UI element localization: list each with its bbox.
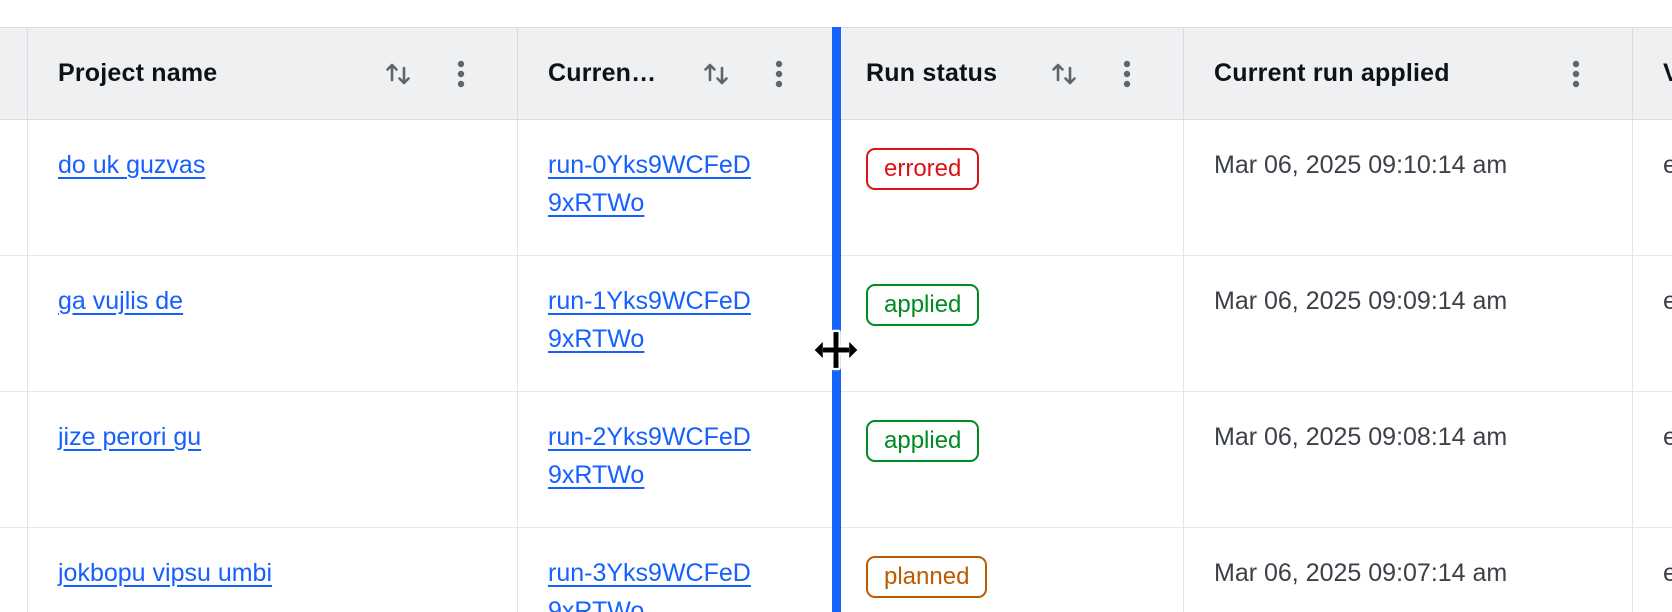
run-id-line1: run-2Yks9WCFeD — [548, 423, 751, 451]
sort-icon[interactable] — [1049, 58, 1079, 90]
project-link[interactable]: ga vujlis de — [58, 287, 184, 315]
row-handle-cell — [0, 256, 28, 391]
run-link[interactable]: run-3Yks9WCFeD 9xRTWo — [548, 554, 815, 612]
column-header-current-run-applied: Current run applied — [1184, 28, 1633, 119]
clipped-cell-text: e — [1663, 151, 1672, 179]
project-name-header-label: Project name — [58, 59, 218, 87]
column-header-run-status: Run status — [836, 28, 1184, 119]
kebab-menu-icon[interactable] — [1572, 58, 1580, 90]
column-resize-cursor-icon — [810, 329, 862, 376]
run-status-badge: planned — [866, 556, 988, 598]
run-id-line2: 9xRTWo — [548, 325, 645, 353]
column-header-current-run: Curren… — [518, 28, 836, 119]
sort-icon[interactable] — [701, 58, 731, 90]
applied-timestamp: Mar 06, 2025 09:09:14 am — [1214, 287, 1508, 315]
project-link[interactable]: jize perori gu — [58, 423, 202, 451]
run-status-badge: applied — [866, 284, 980, 326]
run-link[interactable]: run-2Yks9WCFeD 9xRTWo — [548, 418, 815, 494]
row-handle-cell — [0, 528, 28, 612]
run-id-line2: 9xRTWo — [548, 597, 645, 612]
applied-timestamp: Mar 06, 2025 09:08:14 am — [1214, 423, 1508, 451]
clipped-cell-text: e — [1663, 287, 1672, 315]
run-status-badge: errored — [866, 148, 980, 190]
kebab-menu-icon[interactable] — [457, 58, 465, 90]
column-resize-indicator[interactable] — [832, 27, 841, 612]
row-handle-cell — [0, 120, 28, 255]
run-link[interactable]: run-0Yks9WCFeD 9xRTWo — [548, 146, 815, 222]
project-link[interactable]: do uk guzvas — [58, 151, 206, 179]
run-status-header-label: Run status — [866, 59, 998, 87]
applied-timestamp: Mar 06, 2025 09:10:14 am — [1214, 151, 1508, 179]
applied-timestamp: Mar 06, 2025 09:07:14 am — [1214, 559, 1508, 587]
current-run-header-label: Curren… — [548, 59, 657, 87]
row-handle-column-header — [0, 28, 28, 119]
row-handle-cell — [0, 392, 28, 527]
clipped-header-label: V — [1663, 59, 1672, 87]
run-id-line1: run-3Yks9WCFeD — [548, 559, 751, 587]
clipped-cell-text: e — [1663, 423, 1672, 451]
run-link[interactable]: run-1Yks9WCFeD 9xRTWo — [548, 282, 815, 358]
kebab-menu-icon[interactable] — [1123, 58, 1131, 90]
kebab-menu-icon[interactable] — [775, 58, 783, 90]
run-status-badge: applied — [866, 420, 980, 462]
run-id-line1: run-1Yks9WCFeD — [548, 287, 751, 315]
clipped-cell-text: e — [1663, 559, 1672, 587]
current-run-applied-header-label: Current run applied — [1214, 59, 1450, 87]
run-id-line2: 9xRTWo — [548, 189, 645, 217]
run-id-line1: run-0Yks9WCFeD — [548, 151, 751, 179]
column-header-clipped: V — [1633, 28, 1672, 119]
sort-icon[interactable] — [383, 58, 413, 90]
column-header-project-name: Project name — [28, 28, 518, 119]
run-id-line2: 9xRTWo — [548, 461, 645, 489]
project-link[interactable]: jokbopu vipsu umbi — [58, 559, 273, 587]
